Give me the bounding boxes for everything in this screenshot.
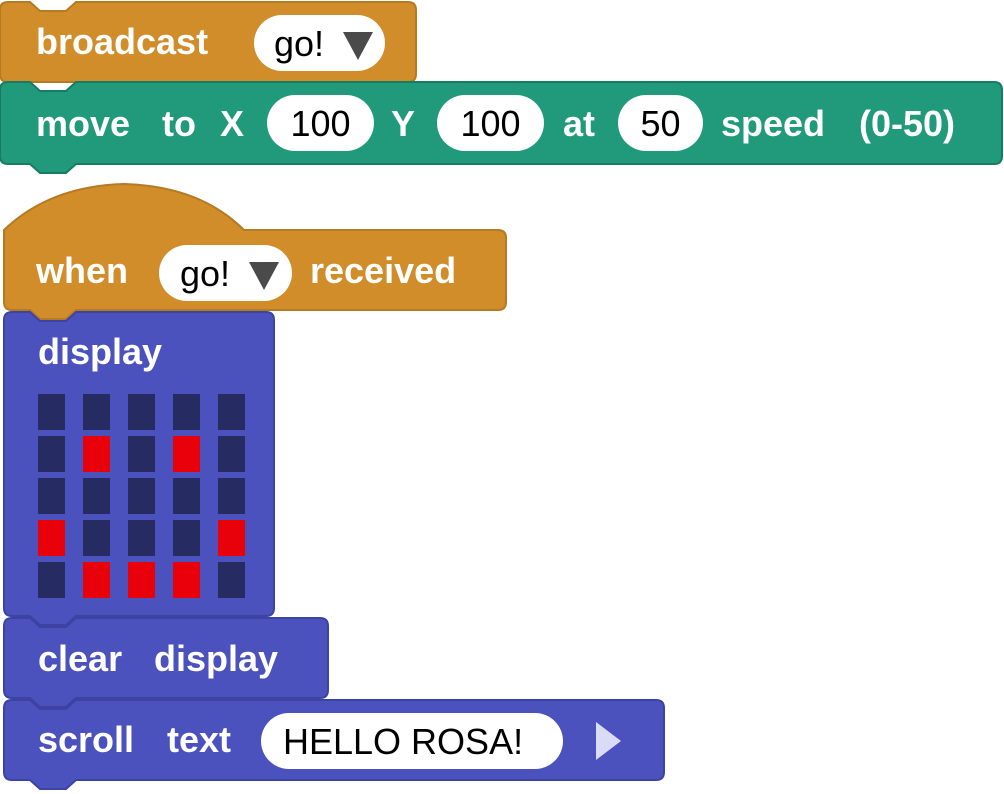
scroll-text-value: HELLO ROSA!	[283, 721, 523, 762]
speed-range-label: (0-50)	[859, 103, 955, 144]
when-received-block[interactable]: when go! received	[3, 182, 507, 320]
broadcast-message-dropdown[interactable]: go!	[254, 15, 385, 71]
led-cell-r4-c0[interactable]	[38, 562, 65, 598]
led-cell-r2-c2[interactable]	[128, 478, 155, 514]
led-cell-r3-c4[interactable]	[218, 520, 245, 556]
led-cell-r4-c3[interactable]	[173, 562, 200, 598]
led-cell-r2-c0[interactable]	[38, 478, 65, 514]
scroll-text-field	[261, 713, 563, 769]
scroll-text-block[interactable]: scroll text HELLO ROSA!	[3, 699, 665, 790]
clear-display-label: display	[154, 638, 278, 679]
when-label: when	[35, 250, 128, 291]
clear-label: clear	[38, 638, 122, 679]
chevron-down-icon	[343, 32, 373, 60]
led-cell-r1-c2[interactable]	[128, 436, 155, 472]
led-grid[interactable]	[38, 394, 245, 598]
speed-value-input[interactable]: 50	[618, 95, 703, 151]
clear-block-body	[3, 617, 329, 708]
when-message-dropdown[interactable]: go!	[159, 245, 292, 301]
y-label: Y	[391, 103, 415, 144]
x-label: X	[220, 103, 244, 144]
led-cell-r2-c1[interactable]	[83, 478, 110, 514]
led-cell-r3-c2[interactable]	[128, 520, 155, 556]
received-label: received	[310, 250, 456, 291]
y-value-input[interactable]: 100	[437, 95, 544, 151]
broadcast-message-value: go!	[274, 23, 324, 64]
x-value-input[interactable]: 100	[267, 95, 374, 151]
move-label: move	[36, 103, 130, 144]
led-cell-r1-c4[interactable]	[218, 436, 245, 472]
scroll-label: scroll	[38, 719, 134, 760]
move-to-block[interactable]: move to X 100 Y 100 at 50 speed (0-50)	[0, 81, 1003, 174]
when-message-value: go!	[180, 253, 230, 294]
clear-display-block[interactable]: clear display	[3, 617, 329, 708]
broadcast-dropdown-field	[254, 15, 385, 71]
display-block[interactable]: display	[3, 311, 275, 626]
led-cell-r1-c3[interactable]	[173, 436, 200, 472]
led-cell-r0-c4[interactable]	[218, 394, 245, 430]
at-label: at	[563, 103, 595, 144]
led-cell-r4-c2[interactable]	[128, 562, 155, 598]
when-dropdown-field	[159, 245, 292, 301]
led-cell-r0-c1[interactable]	[83, 394, 110, 430]
led-cell-r3-c3[interactable]	[173, 520, 200, 556]
scroll-text-input[interactable]: HELLO ROSA!	[261, 713, 563, 769]
chevron-down-icon	[249, 262, 279, 290]
x-value: 100	[290, 103, 350, 144]
led-cell-r1-c0[interactable]	[38, 436, 65, 472]
broadcast-block[interactable]: broadcast go!	[0, 1, 417, 83]
led-cell-r2-c3[interactable]	[173, 478, 200, 514]
speed-value-field	[618, 95, 703, 151]
led-cell-r0-c0[interactable]	[38, 394, 65, 430]
broadcast-label: broadcast	[36, 21, 208, 62]
speed-label: speed	[721, 103, 825, 144]
led-cell-r1-c1[interactable]	[83, 436, 110, 472]
y-value: 100	[460, 103, 520, 144]
led-cell-r4-c1[interactable]	[83, 562, 110, 598]
y-value-field	[437, 95, 544, 151]
text-label: text	[167, 719, 231, 760]
led-cell-r0-c3[interactable]	[173, 394, 200, 430]
led-cell-r3-c0[interactable]	[38, 520, 65, 556]
to-label: to	[162, 103, 196, 144]
led-cell-r3-c1[interactable]	[83, 520, 110, 556]
play-arrow-icon[interactable]	[596, 722, 621, 760]
display-label: display	[38, 331, 162, 372]
led-cell-r4-c4[interactable]	[218, 562, 245, 598]
speed-value: 50	[640, 103, 680, 144]
led-cell-r0-c2[interactable]	[128, 394, 155, 430]
led-cell-r2-c4[interactable]	[218, 478, 245, 514]
x-value-field	[267, 95, 374, 151]
